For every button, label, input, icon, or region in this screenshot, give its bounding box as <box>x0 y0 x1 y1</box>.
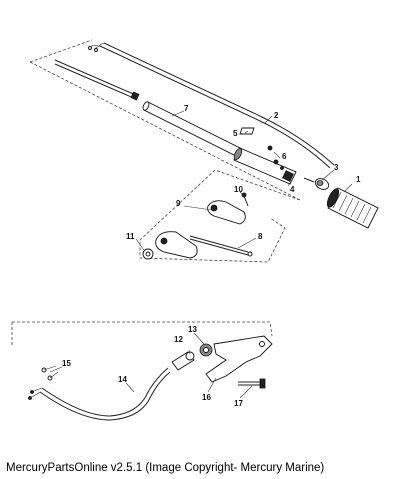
callout-4: 4 <box>290 185 295 194</box>
part-13-star-washer[interactable] <box>199 343 213 357</box>
callout-3: 3 <box>334 163 339 172</box>
part-11-washer[interactable] <box>142 248 154 260</box>
upper-assembly-outline <box>29 39 301 263</box>
part-4-switch-body[interactable] <box>233 147 297 185</box>
callout-9: 9 <box>176 199 181 208</box>
part-17-bolt[interactable] <box>238 378 266 389</box>
callout-12: 12 <box>174 335 183 344</box>
shaft-rod[interactable] <box>54 59 140 101</box>
callout-2: 2 <box>274 111 279 120</box>
callout-6: 6 <box>282 152 287 161</box>
callout-1: 1 <box>356 175 361 184</box>
part-9-bracket[interactable] <box>155 200 246 259</box>
part-6-screw-set[interactable] <box>267 145 284 170</box>
part-10-screw[interactable] <box>241 192 249 207</box>
part-3-bushing[interactable] <box>303 176 330 191</box>
callout-13: 13 <box>188 325 197 334</box>
callout-5: 5 <box>233 129 238 138</box>
part-1-grip[interactable] <box>325 187 379 229</box>
copyright-caption: MercuryPartsOnline v2.5.1 (Image Copyrig… <box>6 462 325 474</box>
callout-10: 10 <box>234 185 243 194</box>
callout-15: 15 <box>62 359 71 368</box>
callout-16: 16 <box>202 393 211 402</box>
part-14-cable[interactable] <box>28 367 171 421</box>
callout-14: 14 <box>118 375 127 384</box>
part-8-pin[interactable] <box>189 235 253 257</box>
part-15-terminals[interactable] <box>41 365 59 381</box>
callout-7: 7 <box>184 104 189 113</box>
lower-assembly-outline <box>11 321 273 345</box>
callout-11: 11 <box>126 232 135 241</box>
part-7-tube[interactable] <box>142 101 241 157</box>
part-16-lever[interactable] <box>205 335 273 383</box>
callout-17: 17 <box>234 399 243 408</box>
leader-lines <box>49 110 353 399</box>
part-2-wiring-harness[interactable] <box>88 42 335 169</box>
exploded-parts-diagram: 7 2 5 6 4 3 1 9 10 8 11 13 12 15 14 16 1… <box>11 39 379 421</box>
callout-8: 8 <box>258 232 263 241</box>
part-5-clip[interactable] <box>239 127 255 135</box>
part-12-connector[interactable] <box>171 351 195 371</box>
